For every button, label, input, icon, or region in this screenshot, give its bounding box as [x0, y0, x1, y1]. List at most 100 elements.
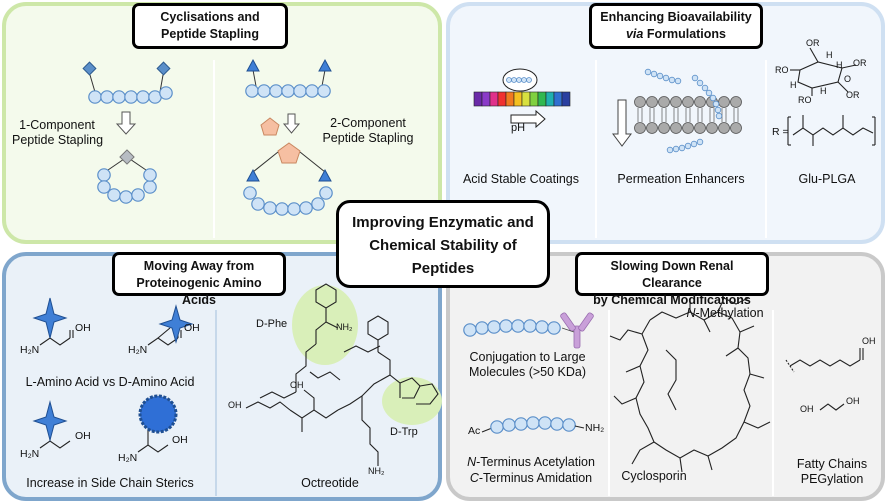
- h2n-label-2: H₂N: [128, 344, 148, 356]
- bioavailability-title-line1: Enhancing Bioavailability: [600, 10, 752, 24]
- oh-label-fatty: OH: [862, 336, 876, 346]
- fatty-line1: Fatty Chains: [796, 457, 868, 471]
- q2-divider-a: [595, 60, 597, 238]
- renal-title-line2: by Chemical Modifications: [593, 293, 751, 307]
- h2n-label-1: H₂N: [20, 344, 40, 356]
- ro-label-1: RO: [775, 65, 789, 75]
- oh-label-3: OH: [75, 430, 91, 442]
- amino-acid-title-line1: Moving Away from: [143, 259, 255, 273]
- one-component-line2: Peptide Stapling: [12, 133, 104, 147]
- nmeth-rest: -Methylation: [695, 306, 764, 320]
- cterm-label: C-Terminus Amidation: [456, 471, 606, 486]
- bioavailability-title-line2: via Formulations: [596, 26, 756, 43]
- q4-divider-a: [608, 310, 610, 496]
- amino-acid-title-line2: Proteinogenic Amino Acids: [136, 276, 262, 307]
- pentagon-linker-free: [260, 117, 280, 136]
- octreotide-label: Octreotide: [301, 476, 359, 490]
- renal-clearance-panel: [446, 252, 885, 501]
- central-title-line3: Peptides: [411, 260, 475, 277]
- cyclisation-title-line2: Peptide Stapling: [161, 27, 259, 41]
- conjugated-peptide: [463, 319, 561, 337]
- h-label-1: H: [826, 50, 833, 60]
- triangle-right: [318, 58, 332, 72]
- renal-title: Slowing Down Renal Clearance by Chemical…: [575, 252, 769, 307]
- star-icon-small: [32, 400, 68, 442]
- cterm-rest: -Terminus Amidation: [478, 471, 593, 485]
- cyclic-peptide-2: [243, 142, 333, 216]
- glu-plga-label: Glu-PLGA: [798, 172, 856, 186]
- r-equals-label: R =: [772, 126, 789, 138]
- sterics-label: Increase in Side Chain Sterics: [26, 476, 194, 490]
- o-label: O: [844, 74, 852, 84]
- conjugation-line2: Molecules (>50 KDa): [468, 365, 587, 379]
- h-label-4: H: [836, 60, 843, 70]
- h-label-3: H: [820, 86, 827, 96]
- oh-label-peg2: OH: [846, 396, 860, 406]
- down-arrow-right: [282, 113, 301, 134]
- two-component-line2: Peptide Stapling: [322, 131, 414, 145]
- diamond-staple-joined: [119, 149, 135, 165]
- cyclic-peptide-1: [97, 149, 157, 204]
- or-label-3: OR: [846, 90, 860, 100]
- renal-title-line1: Slowing Down Renal Clearance: [610, 259, 734, 290]
- terminal-modified-peptide: [481, 416, 585, 434]
- h2n-label-4: H₂N: [118, 452, 138, 464]
- central-title-line1: Improving Enzymatic and: [352, 214, 534, 231]
- dphe-label: D-Phe: [256, 318, 288, 330]
- central-title: Improving Enzymatic and Chemical Stabili…: [336, 200, 550, 288]
- h2n-label-3: H₂N: [20, 448, 40, 460]
- dtrp-highlight: [382, 377, 442, 425]
- fatty-line2: PEGylation: [800, 472, 864, 486]
- nh2-label-peptide: NH₂: [585, 422, 605, 434]
- cyclosporin-structure: [609, 297, 771, 473]
- two-component-line1: 2-Component: [330, 116, 406, 130]
- permeation-enhancers-label: Permeation Enhancers: [617, 172, 745, 186]
- cyclisation-title: Cyclisations and Peptide Stapling: [132, 3, 288, 49]
- ph-rainbow-bar: [473, 91, 571, 107]
- conjugation-label: Conjugation to Large Molecules (>50 KDa): [455, 350, 600, 380]
- fatty-label: Fatty Chains PEGylation: [784, 457, 880, 487]
- nmeth-italic: N: [686, 306, 696, 320]
- nterm-rest: -Terminus Acetylation: [476, 455, 595, 469]
- one-component-label: 1-Component Peptide Stapling: [12, 118, 104, 148]
- via-italic: via: [625, 27, 644, 41]
- bulky-side-chain-aa: [137, 430, 169, 453]
- cyclisation-title-line1: Cyclisations and: [160, 10, 260, 24]
- triangle-left: [246, 58, 260, 72]
- ph-label: pH: [511, 122, 526, 134]
- octreotide-structure: [245, 283, 439, 466]
- q1-divider: [213, 60, 215, 238]
- diamond-staple-right: [156, 61, 171, 76]
- q3-divider: [215, 310, 217, 496]
- conjugation-line1: Conjugation to Large: [469, 350, 586, 364]
- oh-label-2: OH: [184, 322, 200, 334]
- star-icon-d: [158, 304, 194, 344]
- h-label-2: H: [790, 80, 797, 90]
- central-title-line2: Chemical Stability of: [369, 237, 517, 254]
- cyclosporin-label: Cyclosporin: [621, 469, 687, 483]
- plga-structure: [787, 115, 876, 146]
- pentagon-linker-bound: [277, 142, 301, 164]
- oh-label-4: OH: [172, 434, 188, 446]
- two-component-label: 2-Component Peptide Stapling: [318, 116, 418, 146]
- dtrp-label: D-Trp: [390, 426, 418, 438]
- n-methylation-label: N-Methylation: [680, 306, 770, 321]
- oh-label-thr1: OH: [228, 400, 242, 410]
- membrane: [612, 68, 742, 154]
- burst-icon-bulky: [138, 394, 178, 434]
- linear-peptide-2: [245, 58, 332, 98]
- fatty-chain: [785, 348, 864, 373]
- nterm-italic: N: [467, 455, 477, 469]
- antibody-icon: [560, 312, 594, 349]
- cterm-italic: C: [469, 471, 479, 485]
- one-component-line1: 1-Component: [19, 118, 95, 132]
- glucose-structure: [790, 47, 857, 96]
- dphe-highlight: [292, 285, 358, 365]
- q4-divider-b: [772, 310, 774, 496]
- or-label-1: OR: [806, 38, 820, 48]
- formulations-text: Formulations: [643, 27, 727, 41]
